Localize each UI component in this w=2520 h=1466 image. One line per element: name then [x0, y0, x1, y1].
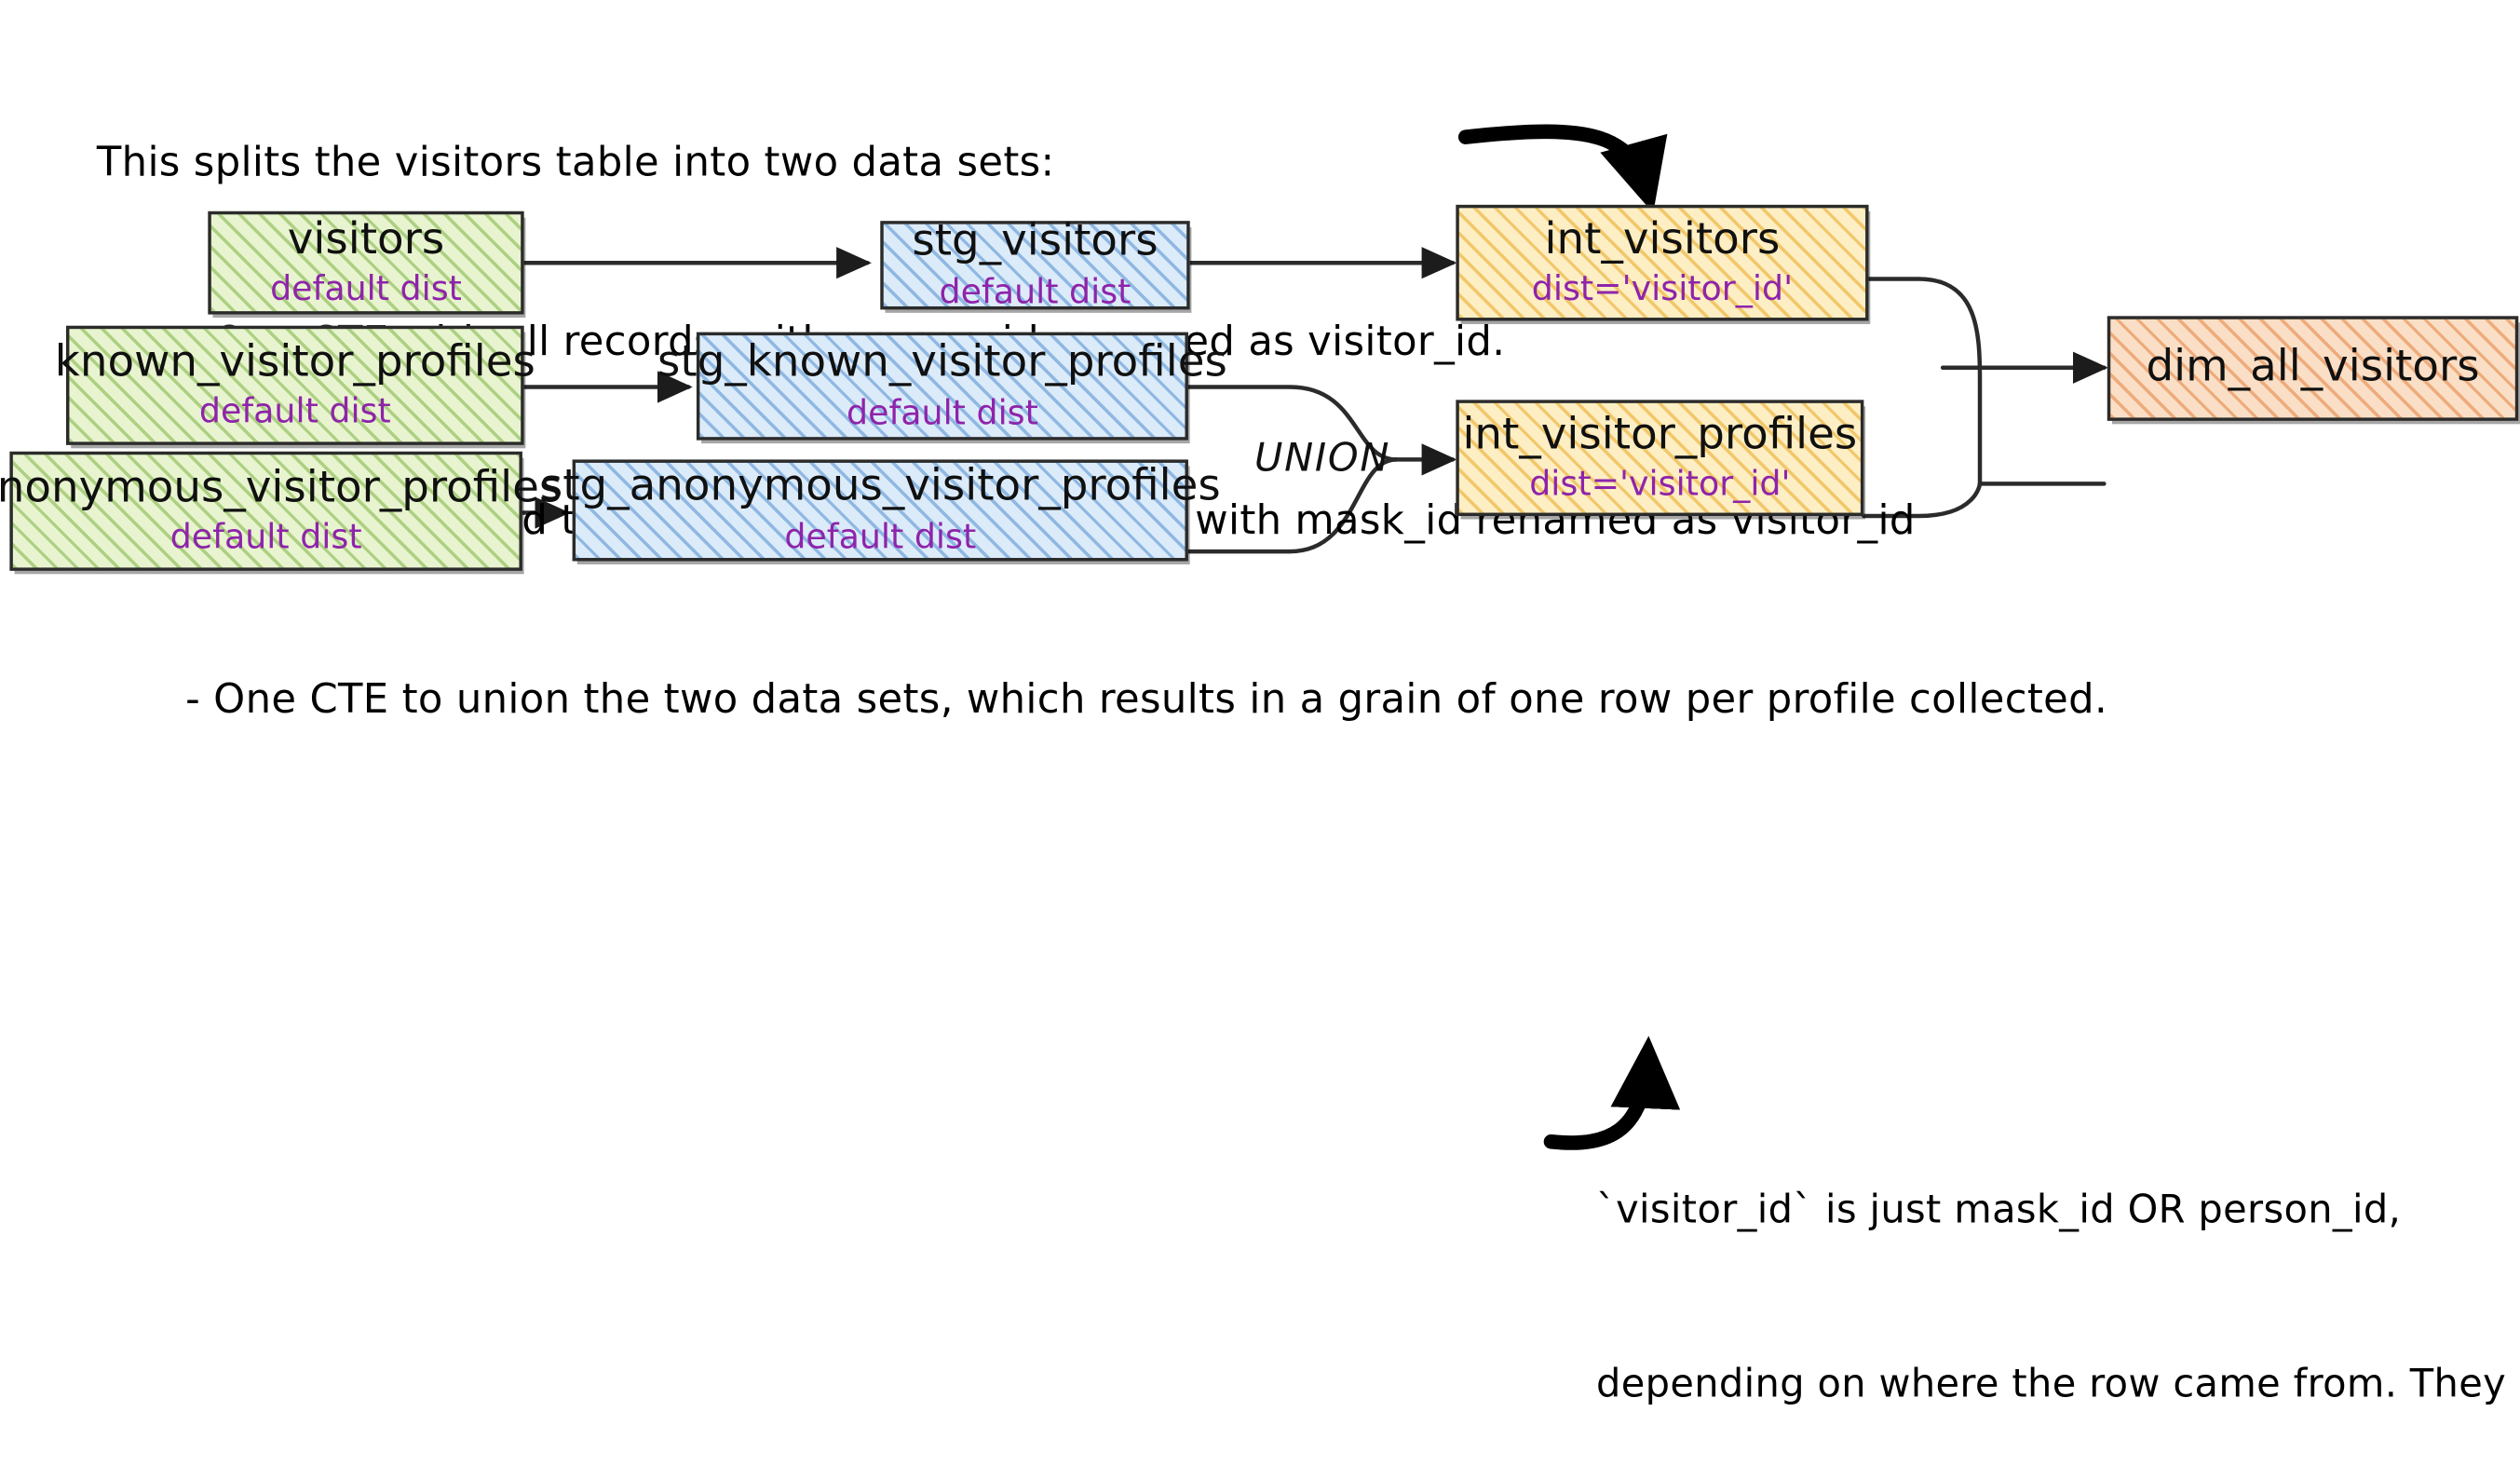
node-stg-known-visitor-profiles[interactable]: stg_known_visitor_profiles default dist	[657, 332, 1227, 441]
node-visitors-title: visitors	[287, 213, 445, 265]
top-note-line-4: - One CTE to union the two data sets, wh…	[185, 675, 2108, 723]
node-known-visitor-profiles-dist: default dist	[198, 391, 391, 431]
node-visitors-dist: default dist	[270, 269, 462, 308]
node-visitors[interactable]: visitors default dist	[208, 210, 524, 315]
edge-stg-anonymous-to-int-visitor-profiles	[1185, 457, 1399, 554]
bottom-note-line-2: depending on where the row came from. Th…	[1595, 1361, 2507, 1406]
node-stg-anonymous-visitor-profiles-title: stg_anonymous_visitor_profiles	[539, 461, 1221, 512]
node-int-visitor-profiles-title: int_visitor_profiles	[1462, 409, 1858, 460]
node-dim-all-visitors[interactable]: dim_all_visitors	[2107, 316, 2519, 421]
node-anonymous-visitor-profiles-title: anonymous_visitor_profiles	[0, 462, 562, 513]
node-known-visitor-profiles-title: known_visitor_profiles	[54, 336, 535, 387]
node-anonymous-visitor-profiles-dist: default dist	[169, 517, 362, 557]
top-note-line-1: This splits the visitors table into two …	[96, 138, 1055, 186]
node-int-visitor-profiles[interactable]: int_visitor_profiles dist='visitor_id'	[1456, 400, 1864, 517]
node-int-visitors-dist: dist='visitor_id'	[1531, 269, 1794, 308]
node-int-visitor-profiles-dist: dist='visitor_id'	[1529, 464, 1791, 504]
node-int-visitors-title: int_visitors	[1544, 213, 1781, 265]
bottom-annotation-note: `visitor_id` is just mask_id OR person_i…	[1596, 1065, 2506, 1466]
node-stg-anonymous-visitor-profiles[interactable]: stg_anonymous_visitor_profiles default d…	[540, 459, 1221, 562]
node-stg-visitors[interactable]: stg_visitors default dist	[880, 216, 1190, 311]
node-int-visitors[interactable]: int_visitors dist='visitor_id'	[1456, 204, 1869, 321]
bottom-note-line-1: `visitor_id` is just mask_id OR person_i…	[1595, 1187, 2402, 1232]
node-stg-known-visitor-profiles-dist: default dist	[847, 392, 1038, 432]
edge-stg-known-to-int-visitor-profiles	[1185, 385, 1399, 462]
node-stg-anonymous-visitor-profiles-dist: default dist	[784, 517, 977, 556]
diagram-canvas: This splits the visitors table into two …	[0, 0, 2520, 1406]
node-stg-known-visitor-profiles-title: stg_known_visitor_profiles	[657, 337, 1227, 387]
node-stg-visitors-dist: default dist	[939, 271, 1131, 311]
annotation-arrow-top	[1457, 124, 1668, 213]
node-known-visitor-profiles[interactable]: known_visitor_profiles default dist	[55, 325, 535, 445]
node-dim-all-visitors-title: dim_all_visitors	[2146, 342, 2480, 393]
node-stg-visitors-title: stg_visitors	[912, 216, 1158, 267]
edge-label-union: UNION	[1253, 435, 1391, 481]
node-anonymous-visitor-profiles[interactable]: anonymous_visitor_profiles default dist	[0, 451, 562, 571]
